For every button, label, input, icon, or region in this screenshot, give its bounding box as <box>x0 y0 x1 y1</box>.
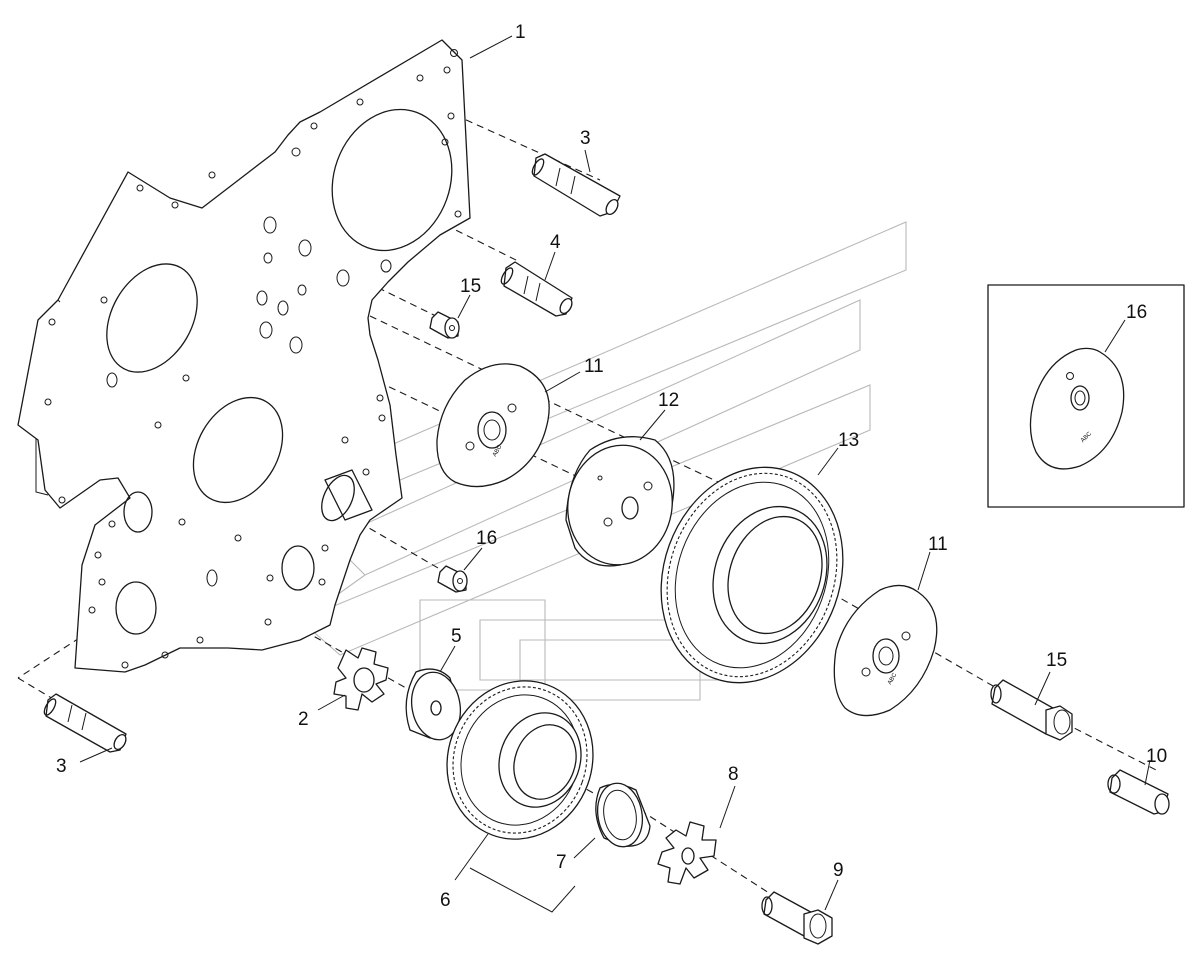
part-labels: 1 3 4 15 11 12 13 16 11 16 5 2 3 15 10 8… <box>56 22 1167 911</box>
label-15-lower: 16 <box>476 528 497 549</box>
label-11-lower: 11 <box>928 534 948 555</box>
label-13: 13 <box>838 430 859 451</box>
label-3-upper: 3 <box>580 128 591 149</box>
label-7: 7 <box>556 852 567 873</box>
label-11-upper: 11 <box>584 356 604 377</box>
label-6: 6 <box>440 890 451 911</box>
screw-lower <box>437 565 468 593</box>
bolt-long <box>990 679 1073 741</box>
label-9: 9 <box>833 860 844 881</box>
label-1: 1 <box>515 22 526 43</box>
label-8: 8 <box>728 764 739 785</box>
bushing <box>595 782 651 848</box>
shaft-lower <box>43 693 127 753</box>
bolt-short <box>761 891 833 945</box>
thrust-plate-lower: ABC <box>833 584 938 717</box>
screw-upper <box>429 311 460 339</box>
small-sprocket <box>657 821 717 885</box>
spacer <box>405 668 462 741</box>
pin <box>1107 769 1170 815</box>
small-gear <box>446 680 594 840</box>
label-2: 2 <box>298 709 309 730</box>
label-15-upper: 15 <box>460 276 481 297</box>
shaft-upper <box>531 153 621 217</box>
label-12: 12 <box>658 390 679 411</box>
thrust-plate-upper: ABC <box>436 363 550 488</box>
idler-sprocket <box>333 647 389 711</box>
label-5: 5 <box>451 626 462 647</box>
stamp-text-lower: ABC <box>887 672 899 686</box>
hub <box>565 436 675 567</box>
plate-holes <box>44 49 462 669</box>
inset-box: ABC <box>987 284 1185 508</box>
mounting-plate <box>17 39 471 673</box>
label-3-lower: 3 <box>56 756 67 777</box>
shaft-middle <box>500 261 573 317</box>
leader-lines <box>79 35 1151 913</box>
large-gear <box>660 466 844 684</box>
label-16: 16 <box>1126 302 1147 323</box>
stamp-text-upper: ABC <box>492 444 504 458</box>
label-10: 10 <box>1146 746 1167 767</box>
label-4: 4 <box>550 232 561 253</box>
label-14: 15 <box>1046 650 1067 671</box>
